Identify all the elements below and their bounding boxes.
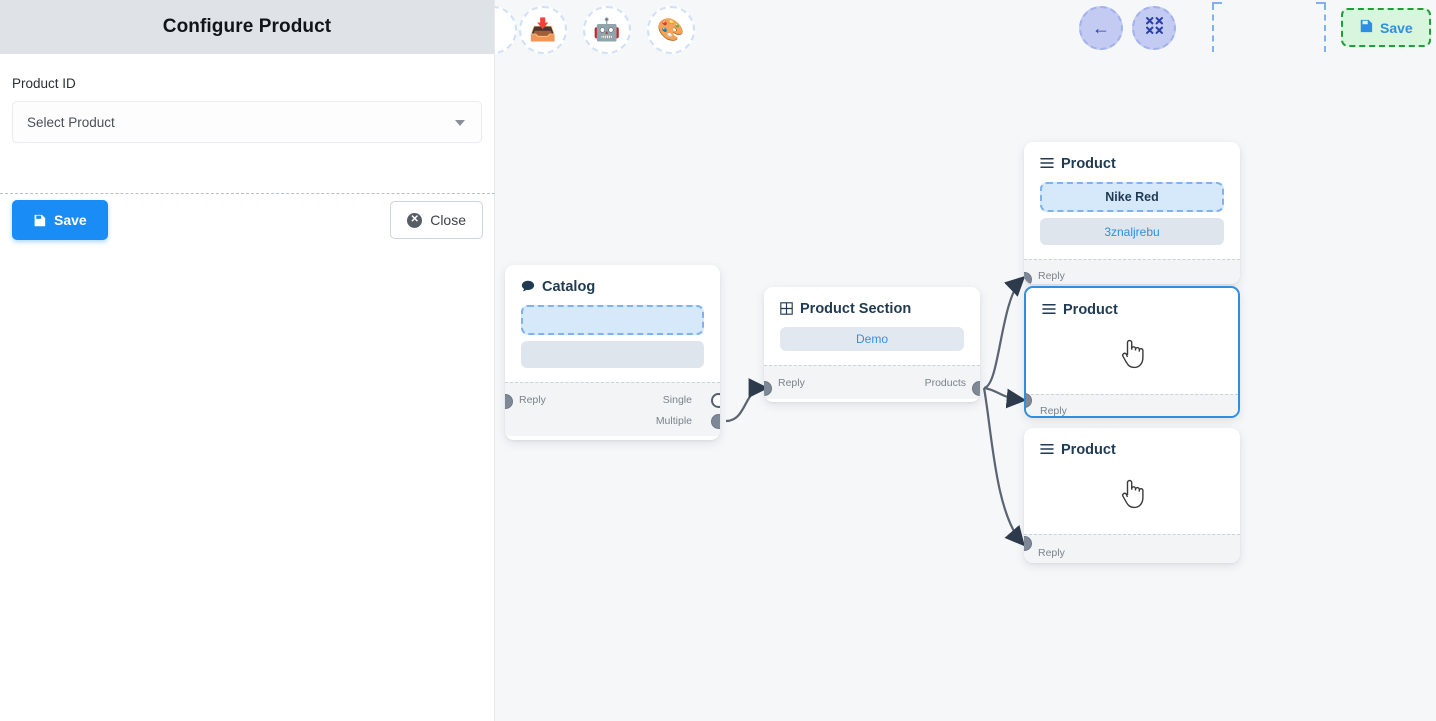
palette-icon: 🎨 (657, 17, 685, 42)
robot-icon: 🤖 (593, 17, 621, 42)
chevron-down-icon (455, 120, 465, 126)
close-button-label: Close (430, 212, 466, 228)
node-product-2-body (1026, 328, 1238, 394)
list-lines-icon (1040, 157, 1054, 171)
node-product-2[interactable]: Product Reply (1024, 286, 1240, 418)
floppy-disk-icon (1359, 19, 1373, 36)
product-id-label: Product ID (12, 76, 76, 91)
node-product-1-port-reply[interactable] (1024, 272, 1032, 284)
inbox-tray-icon: 📥 (529, 17, 557, 42)
back-button[interactable]: ← (1079, 6, 1123, 50)
node-product-section-port-reply-label: Reply (778, 377, 805, 389)
node-catalog-port-single[interactable] (711, 393, 720, 408)
close-button[interactable]: ✕ Close (390, 201, 483, 239)
toolbar-inbox-tray[interactable]: 📥 (519, 6, 567, 54)
node-product-3-header: Product (1024, 428, 1240, 468)
toolbar-palette[interactable]: 🎨 (647, 6, 695, 54)
node-catalog[interactable]: Catalog Reply Single Multiple (505, 265, 720, 440)
list-lines-icon (1040, 443, 1054, 457)
node-product-2-footer: Reply (1026, 394, 1238, 417)
node-product-3[interactable]: Product Reply (1024, 428, 1240, 563)
canvas-save-label: Save (1380, 19, 1413, 36)
save-button-label: Save (54, 212, 87, 228)
node-catalog-slot-dashed[interactable] (521, 305, 704, 335)
node-product-section[interactable]: Product Section Demo Reply Products (764, 287, 980, 402)
canvas-save-button[interactable]: Save (1341, 8, 1431, 47)
product-id-select[interactable]: Select Product (12, 101, 482, 143)
node-product-1-header: Product (1024, 142, 1240, 182)
node-product-1-footer: Reply (1024, 259, 1240, 284)
panel-divider (0, 193, 495, 194)
list-lines-icon (1042, 303, 1056, 317)
node-product-2-port-reply-label: Reply (1040, 405, 1067, 417)
node-product-section-header: Product Section (764, 287, 980, 327)
node-product-1[interactable]: Product Nike Red 3znaljrebu Reply (1024, 142, 1240, 284)
flow-canvas[interactable]: 📥 🤖 🎨 ← Save (495, 0, 1436, 721)
fit-to-screen-icon (1145, 17, 1163, 39)
node-product-3-title: Product (1061, 442, 1116, 458)
close-circle-icon: ✕ (407, 212, 423, 228)
node-product-1-slot-dashed[interactable]: Nike Red (1040, 182, 1224, 212)
node-product-3-port-reply-label: Reply (1038, 547, 1065, 559)
node-product-1-title: Product (1061, 156, 1116, 172)
node-catalog-title: Catalog (542, 279, 596, 295)
node-catalog-body (505, 305, 720, 382)
configure-product-panel: Configure Product Product ID Select Prod… (0, 0, 495, 721)
node-product-3-footer: Reply (1024, 534, 1240, 563)
pointing-hand-cursor-icon (1040, 468, 1224, 520)
node-product-2-header: Product (1026, 288, 1238, 328)
node-product-section-port-products[interactable] (972, 381, 980, 396)
grid-table-icon (780, 301, 793, 317)
node-product-section-port-products-label: Products (924, 377, 966, 389)
toolbar-tool-cutoff[interactable] (495, 6, 517, 54)
node-product-section-demo-chip[interactable]: Demo (780, 327, 964, 351)
node-product-section-footer: Reply Products (764, 365, 980, 399)
node-product-1-port-reply-label: Reply (1038, 270, 1065, 282)
node-product-section-title: Product Section (800, 301, 912, 317)
panel-actions: Save ✕ Close (0, 200, 495, 240)
chat-bubble-icon (521, 279, 535, 295)
floppy-disk-icon (33, 214, 46, 227)
node-catalog-slot-grey[interactable] (521, 341, 704, 368)
node-product-section-body: Demo (764, 327, 980, 365)
node-product-1-slot-grey[interactable]: 3znaljrebu (1040, 218, 1224, 245)
node-catalog-port-reply-label: Reply (519, 394, 546, 406)
panel-body: Product ID Select Product (0, 54, 494, 143)
fit-to-screen-button[interactable] (1132, 6, 1176, 50)
arrow-left-icon: ← (1092, 17, 1110, 38)
toolbar-ghost-slot (1212, 2, 1326, 52)
panel-header: Configure Product (0, 0, 494, 54)
pointing-hand-cursor-icon (1042, 328, 1222, 380)
page-title: Configure Product (162, 16, 332, 37)
toolbar-robot[interactable]: 🤖 (583, 6, 631, 54)
node-catalog-port-multiple[interactable] (711, 414, 720, 429)
node-catalog-footer: Reply Single Multiple (505, 382, 720, 436)
node-catalog-header: Catalog (505, 265, 720, 305)
node-product-1-body: Nike Red 3znaljrebu (1024, 182, 1240, 259)
save-button[interactable]: Save (12, 200, 108, 240)
node-catalog-port-single-label: Single (662, 394, 692, 406)
node-product-2-title: Product (1063, 302, 1118, 318)
node-product-3-body (1024, 468, 1240, 534)
node-catalog-port-multiple-label: Multiple (655, 415, 692, 427)
product-id-select-value: Select Product (27, 114, 115, 130)
